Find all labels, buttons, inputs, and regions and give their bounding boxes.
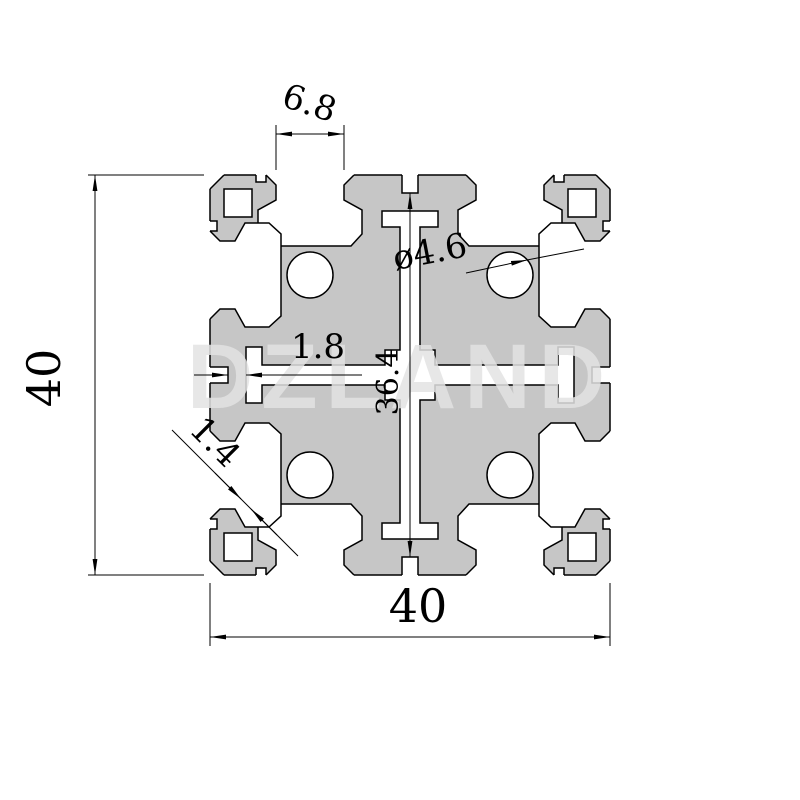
edge-notch [210,220,218,232]
t-slot-top-right [457,174,563,247]
t-slot-right-lower [538,422,611,528]
dim-inner-span: 36.4 [371,193,413,557]
edge-notch [255,175,267,183]
face-groove-bottom [401,556,419,575]
corner-cavity [567,532,597,562]
core-hole [486,251,534,299]
core-hole [486,451,534,499]
edge-notch [210,518,218,530]
t-slot-left-upper [209,222,282,328]
leader-tail [526,248,585,261]
t-slot-bottom-left [257,503,363,576]
dim-overall-height: 40 [17,174,204,576]
corner-chamfer-edges [209,174,611,576]
dim-overall-width: 40 [209,579,611,646]
dim-wall-thickness: 1.8 [194,327,362,378]
t-slot-left-lower [209,422,282,528]
corner-cavity [567,188,597,218]
t-slot-bottom-right [457,503,563,576]
core-hole [286,251,334,299]
outer-boundary [209,174,611,576]
face-groove-top [401,175,419,194]
edge-notch [553,567,565,575]
face-groove-right [591,366,610,384]
corner-cavity [223,532,253,562]
leader-line [465,259,528,274]
dim-overall-height-label: 40 [17,349,71,408]
edge-notch [602,518,610,530]
edge-notch [255,567,267,575]
dimension-arrow [250,508,278,536]
t-slot-top-left [257,174,363,247]
core-hole [286,451,334,499]
t-slot-cavities [209,174,611,576]
dim-wall-thickness-label: 1.8 [291,327,345,367]
corner-cavities [223,188,597,562]
dim-slot-opening: 6.8 [275,76,345,170]
t-slot-right-upper [538,222,611,328]
dim-slot-opening-label: 6.8 [278,76,342,131]
dimension-arrow [214,472,242,500]
dim-overall-width-label: 40 [389,579,448,633]
dim-inner-span-label: 36.4 [371,349,406,416]
edge-notch [553,175,565,183]
edge-notches [210,175,610,575]
corner-cavity [223,188,253,218]
edge-notch [602,220,610,232]
